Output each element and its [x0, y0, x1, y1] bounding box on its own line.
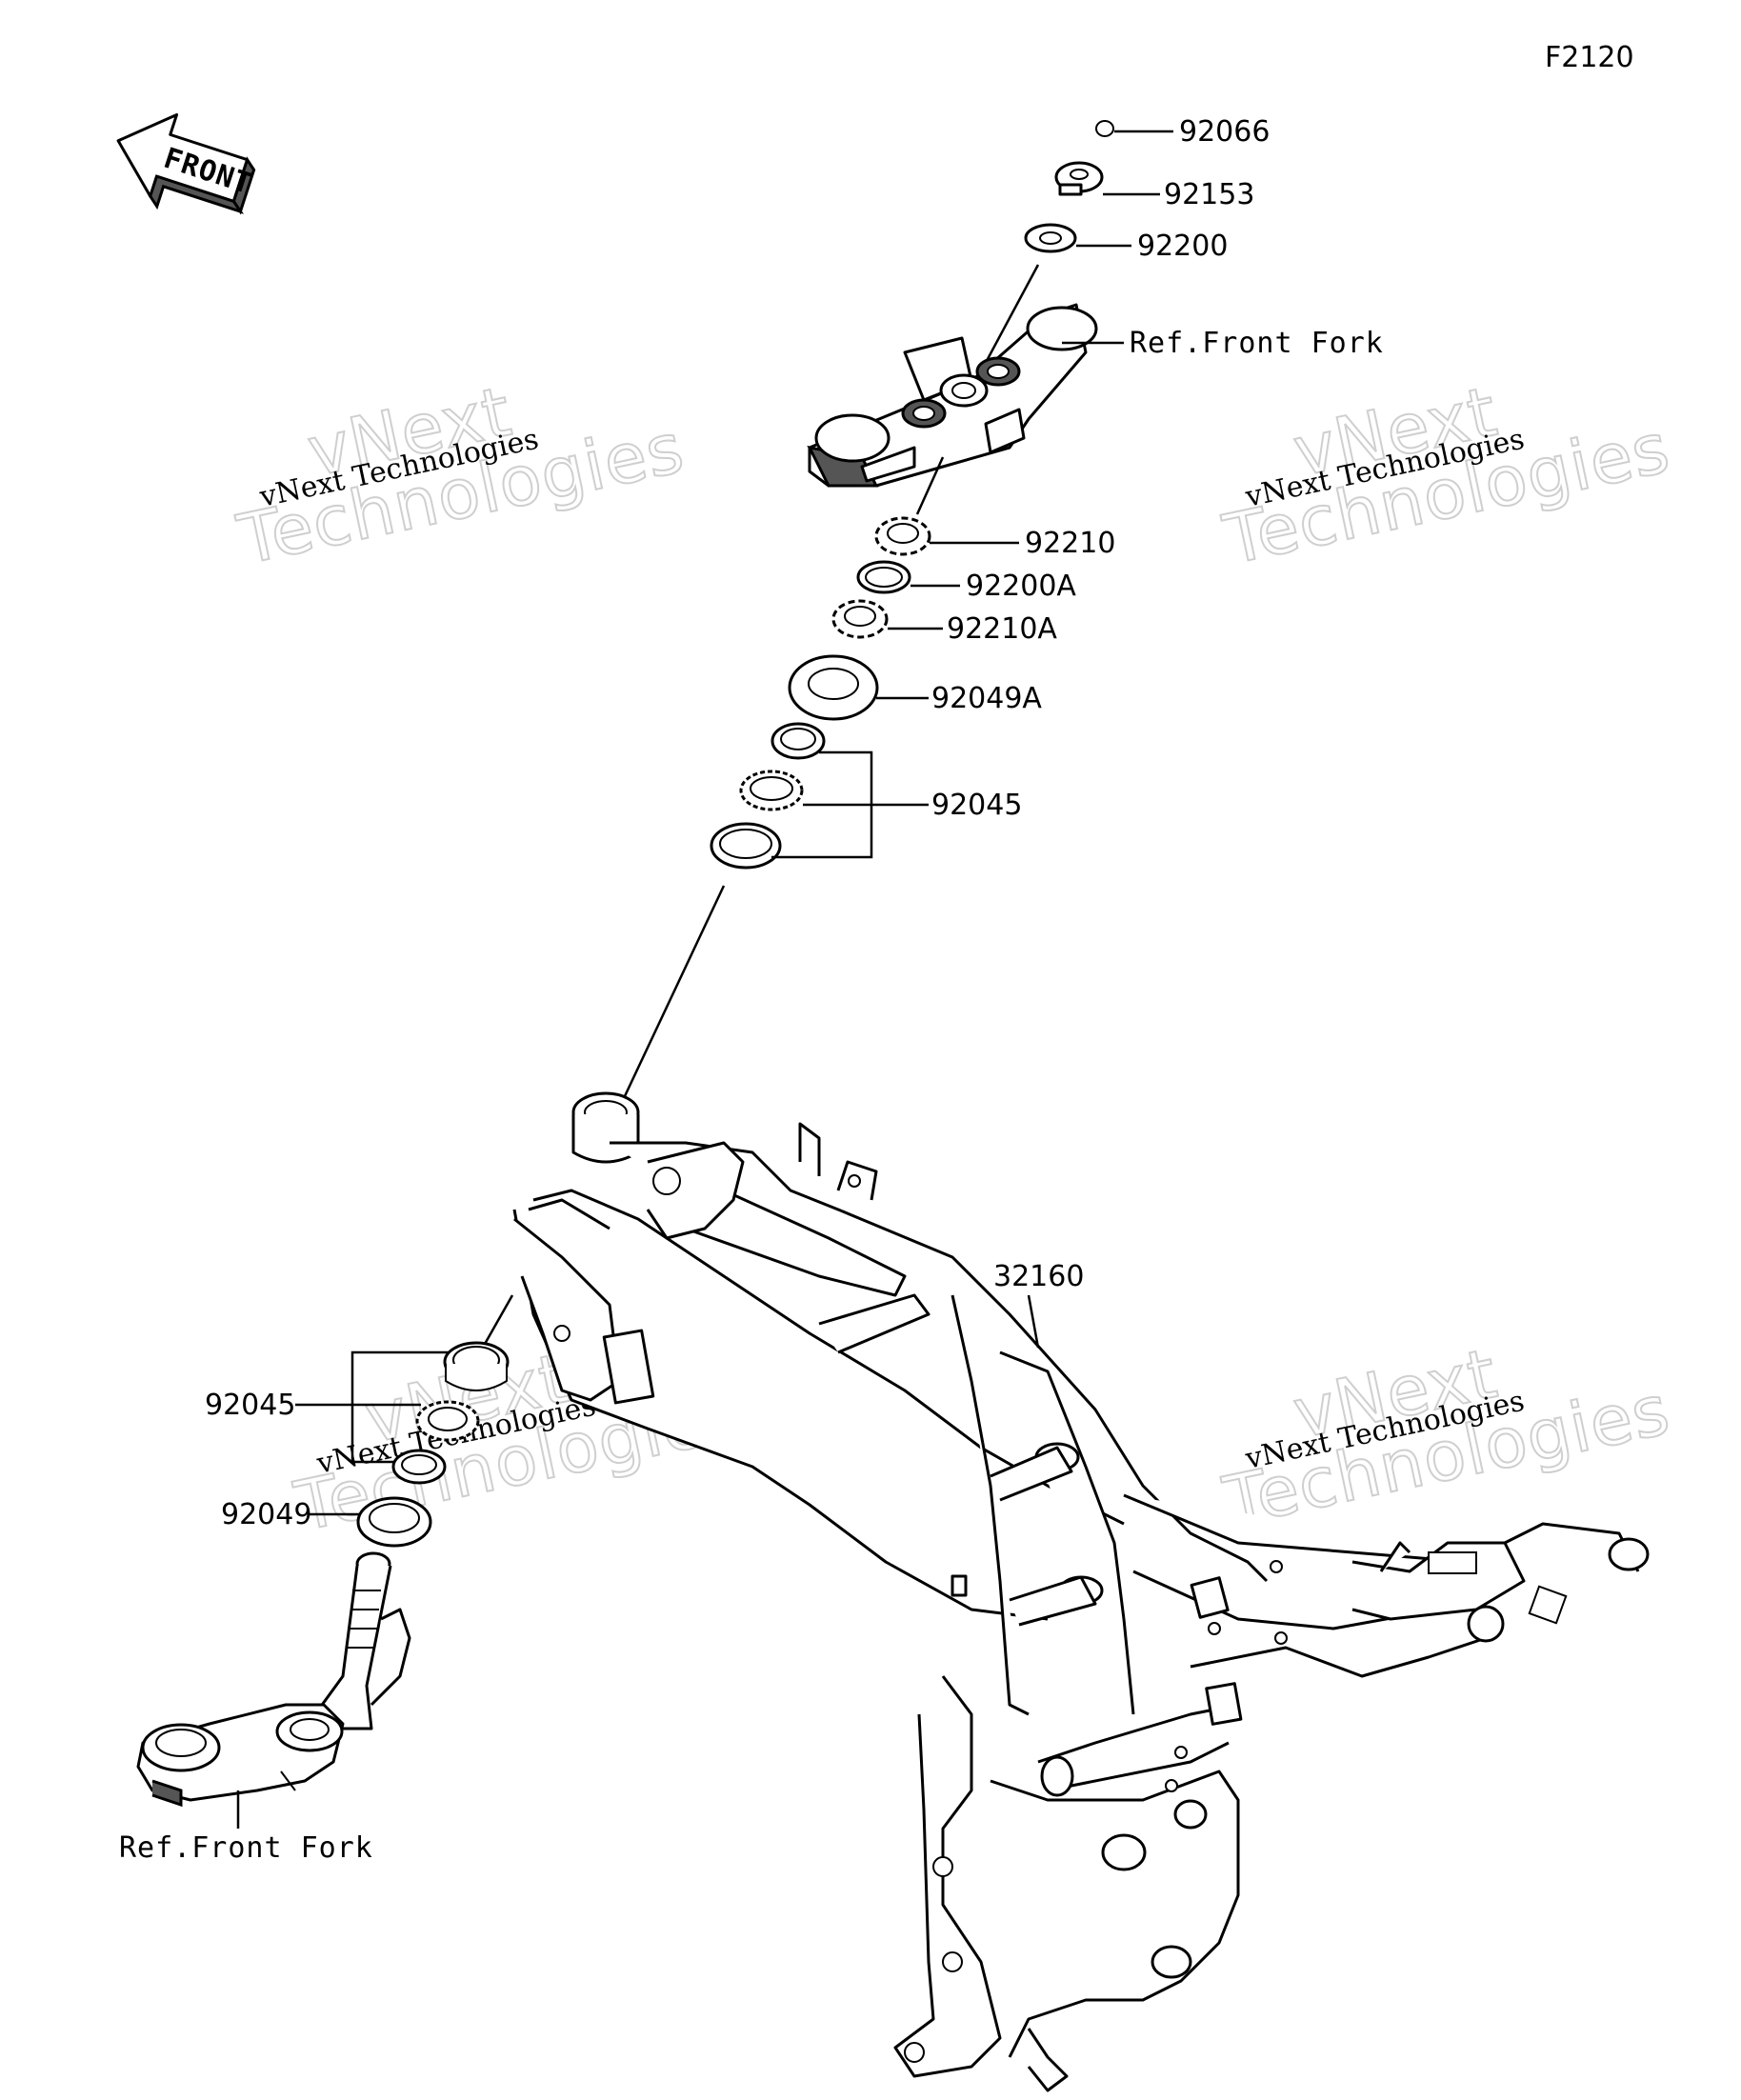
front-arrow-icon: FRONT	[116, 112, 256, 215]
part-92049A-icon	[788, 654, 929, 721]
part-92045-lower-icon	[295, 1341, 510, 1485]
upper-triple-clamp-icon	[807, 303, 1098, 488]
callout-ref-front-fork-lower: Ref.Front Fork	[119, 1831, 373, 1865]
watermark-left-upper: vNext Technologies vNext Technologies	[230, 370, 692, 581]
callout-92049A: 92049A	[931, 682, 1042, 715]
callout-92200A: 92200A	[966, 570, 1076, 603]
callout-92066: 92066	[1179, 115, 1270, 149]
watermark-right-lower: vNext Technologies vNext Technologies	[1216, 1332, 1678, 1543]
lower-triple-clamp-icon	[136, 1551, 411, 1808]
part-92200-icon	[1024, 223, 1131, 253]
callout-92153: 92153	[1164, 178, 1254, 211]
callout-92210A: 92210A	[947, 612, 1057, 646]
callout-92200: 92200	[1137, 230, 1228, 263]
part-92210-icon	[874, 516, 1019, 556]
part-92200A-icon	[856, 560, 960, 594]
callout-ref-front-fork-upper: Ref.Front Fork	[1130, 327, 1384, 360]
callout-32160: 32160	[993, 1260, 1084, 1293]
part-92210A-icon	[831, 599, 943, 639]
callout-92210: 92210	[1025, 527, 1115, 560]
part-92045-upper-icon	[710, 722, 929, 870]
watermark-right-upper: vNext Technologies vNext Technologies	[1216, 370, 1678, 581]
part-92066-icon	[1095, 120, 1173, 137]
callout-92049: 92049	[221, 1498, 311, 1531]
part-92153-icon	[1054, 161, 1160, 196]
diagram-code: F2120	[1545, 41, 1634, 74]
part-92049-icon	[310, 1496, 432, 1548]
callout-92045-upper: 92045	[931, 789, 1022, 822]
callout-92045-lower: 92045	[205, 1389, 295, 1422]
frame-32160-icon	[512, 1091, 1650, 2092]
